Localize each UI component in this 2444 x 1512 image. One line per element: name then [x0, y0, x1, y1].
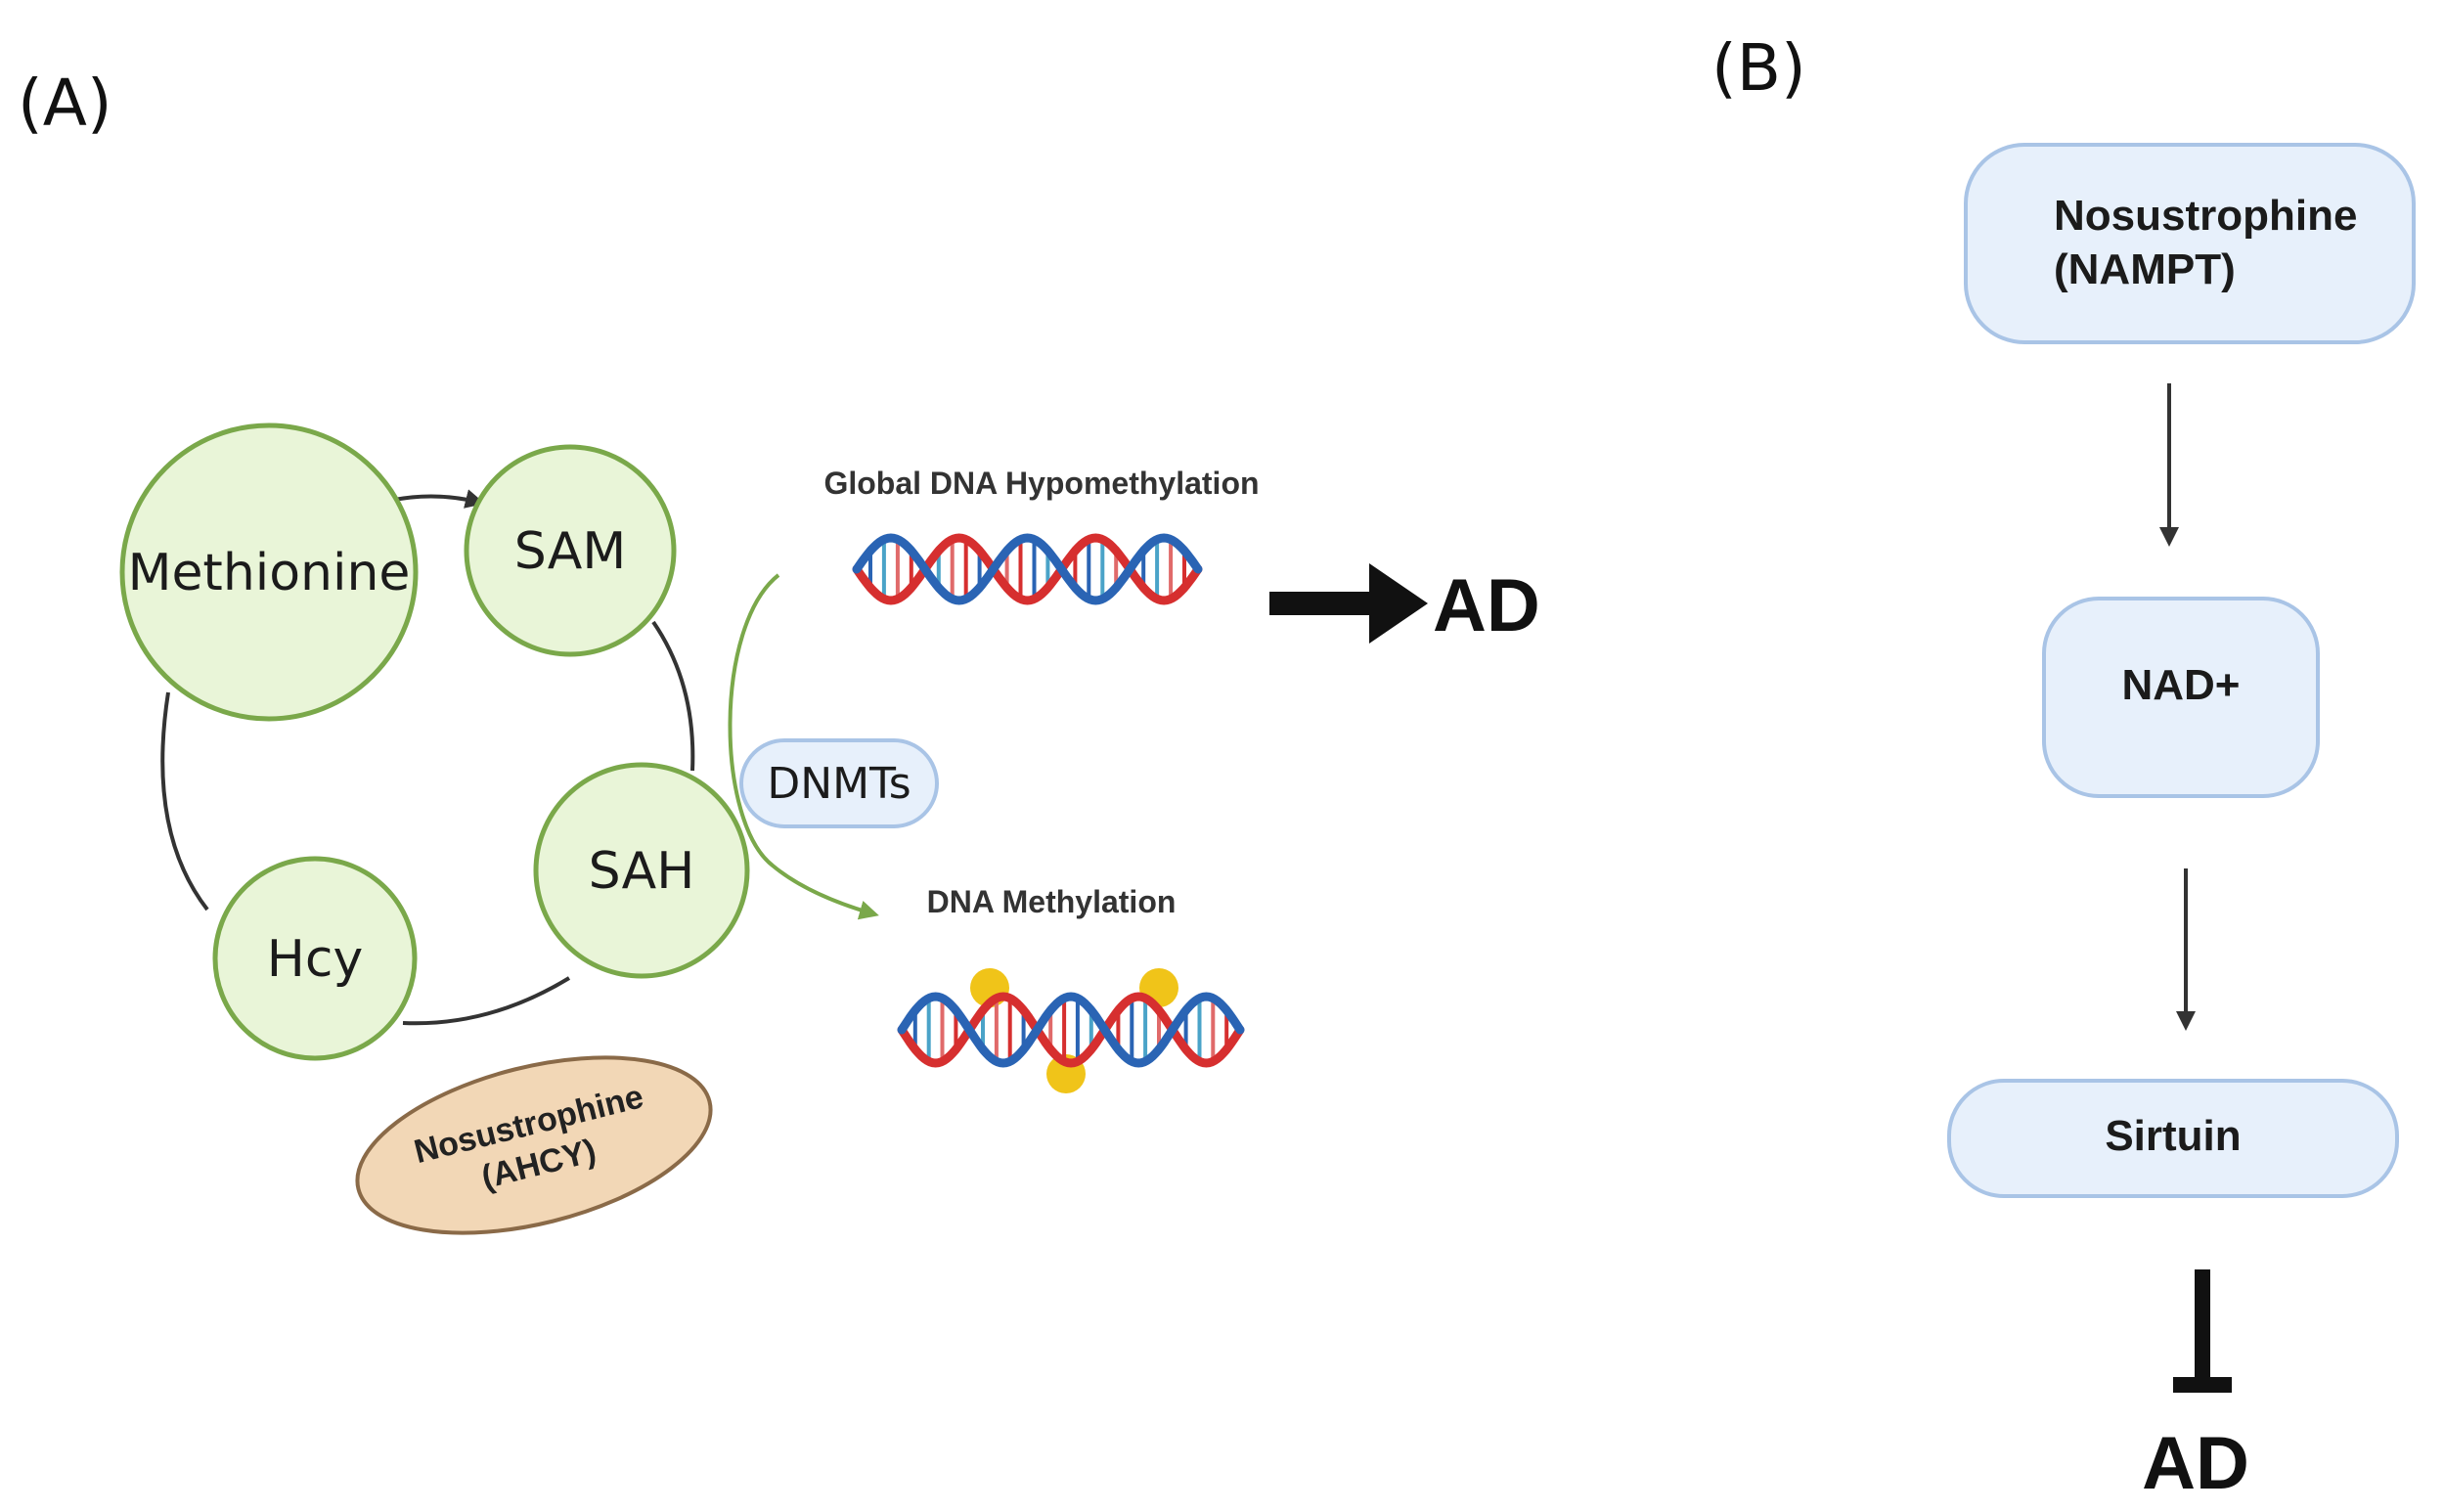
dnmts-label: DNMTs — [767, 759, 911, 809]
sam-to-sah-line — [651, 620, 695, 772]
sam-label: SAM — [514, 522, 626, 581]
sirtuin-node: Sirtuin — [1947, 1079, 2399, 1198]
dnmt-reaction-arrow — [728, 573, 879, 920]
panel-a: (A) Methionine SAM SAH Hcy Nosustr — [18, 66, 1540, 1235]
inhibition-symbol — [2173, 1269, 2232, 1393]
unmethylated-dna-icon — [852, 533, 1203, 605]
panel-b-label: (B) — [1711, 30, 1806, 106]
nampt-abbrev: (NAMPT) — [2054, 245, 2236, 293]
dna-strand-blue — [852, 533, 1203, 605]
dna-strand-red — [852, 533, 1203, 605]
methylation-label: DNA Methylation — [927, 884, 1177, 919]
nad-node: NAD+ — [2042, 597, 2320, 798]
sah-to-hcy-line — [402, 976, 571, 1026]
nad-label: NAD+ — [2121, 661, 2240, 709]
methionine-label: Methionine — [128, 544, 411, 602]
sah-node: SAH — [533, 762, 750, 979]
hcy-label: Hcy — [267, 930, 363, 989]
ahcy-enzyme: Nosustrophine (AHCY) — [355, 1055, 713, 1235]
methionine-to-sam-arrow — [388, 489, 485, 509]
dnmts-pill: DNMTs — [739, 738, 939, 828]
panel-b-ad-label: AD — [2142, 1422, 2249, 1505]
dna-strand-blue — [897, 992, 1245, 1068]
nampt-name: Nosustrophine — [2054, 192, 2357, 240]
hypomethylation-label: Global DNA Hypomethylation — [823, 466, 1259, 501]
methionine-cycle — [160, 489, 695, 1026]
methylated-dna-icon — [897, 992, 1245, 1068]
dna-strand-red — [897, 992, 1245, 1068]
panel-a-ad-label: AD — [1433, 564, 1540, 647]
panel-a-label: (A) — [18, 66, 112, 141]
hcy-node: Hcy — [212, 856, 418, 1061]
hcy-to-methionine-line — [160, 691, 209, 912]
panel-b: (B) Nosustrophine (NAMPT) NAD+ Sirtuin A… — [1711, 30, 2416, 1505]
sirtuin-label: Sirtuin — [2105, 1112, 2241, 1160]
sah-label: SAH — [589, 842, 695, 901]
methionine-node: Methionine — [119, 422, 419, 722]
sam-node: SAM — [464, 444, 677, 657]
ad-outcome-arrow — [1269, 563, 1428, 644]
nampt-node: Nosustrophine (NAMPT) — [1964, 143, 2416, 344]
